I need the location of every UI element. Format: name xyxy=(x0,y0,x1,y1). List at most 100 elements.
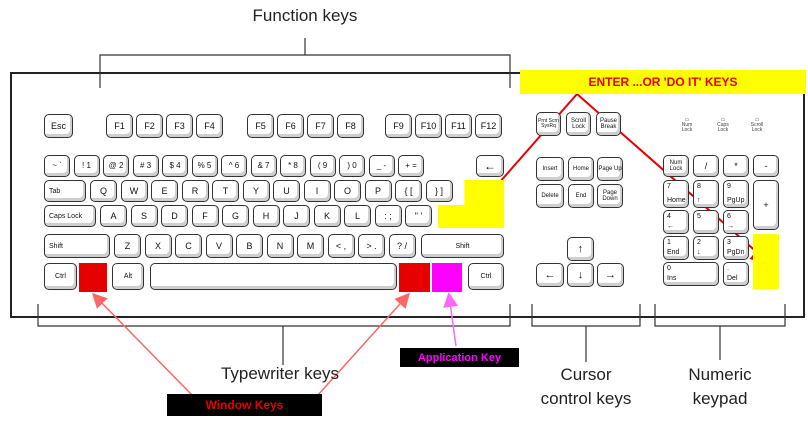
key-arow-6[interactable]: J xyxy=(283,205,310,227)
key-arrow-right[interactable]: → xyxy=(597,263,624,287)
key-zrow-5[interactable]: N xyxy=(266,234,294,258)
key-qrow-6[interactable]: U xyxy=(273,180,300,202)
keypad-enter-highlight[interactable] xyxy=(753,234,779,289)
key-f4[interactable]: F4 xyxy=(196,114,223,138)
key-arow-8[interactable]: L xyxy=(344,205,371,227)
key-numrow-1[interactable]: ! 1 xyxy=(73,155,100,177)
key-numrow-9[interactable]: ( 9 xyxy=(309,155,336,177)
key-numrow-5[interactable]: % 5 xyxy=(191,155,218,177)
key-f1[interactable]: F1 xyxy=(106,114,133,138)
key-shift-left[interactable]: Shift xyxy=(44,234,110,258)
window-key-right[interactable] xyxy=(399,263,430,292)
key-numrow-8[interactable]: * 8 xyxy=(280,155,306,177)
key-qrow-10[interactable]: { [ xyxy=(395,180,422,202)
key-home[interactable]: Home xyxy=(568,157,594,181)
key-zrow-2[interactable]: C xyxy=(175,234,202,258)
application-key[interactable] xyxy=(432,263,462,292)
key-zrow-3[interactable]: V xyxy=(205,234,233,258)
key-zrow-6[interactable]: M xyxy=(297,234,324,258)
key-num-6[interactable]: 6→ xyxy=(723,210,749,234)
key-arow-0[interactable]: A xyxy=(100,205,127,227)
key-page-down[interactable]: Page Down xyxy=(597,184,623,208)
key-numrow-12[interactable]: + = xyxy=(398,155,424,177)
key-end[interactable]: End xyxy=(568,184,594,208)
key-qrow-5[interactable]: Y xyxy=(242,180,270,202)
key-num-plus[interactable]: + xyxy=(753,180,779,230)
key-arrow-down[interactable]: ↓ xyxy=(567,263,594,287)
key-f8[interactable]: F8 xyxy=(337,114,364,138)
key-backspace[interactable]: ← xyxy=(476,155,504,177)
key-num-slash[interactable]: / xyxy=(693,155,719,177)
key-numrow-11[interactable]: _ - xyxy=(368,155,395,177)
key-arow-7[interactable]: K xyxy=(313,205,341,227)
key-arow-3[interactable]: F xyxy=(191,205,219,227)
key-arow-1[interactable]: S xyxy=(130,205,158,227)
key-zrow-0[interactable]: Z xyxy=(114,234,141,258)
key-f5[interactable]: F5 xyxy=(247,114,274,138)
key-shift-right[interactable]: Shift xyxy=(421,234,504,258)
key-delete[interactable]: Delete xyxy=(536,184,564,208)
key-ctrl-left[interactable]: Ctrl xyxy=(44,263,77,290)
key-f7[interactable]: F7 xyxy=(307,114,334,138)
key-f6[interactable]: F6 xyxy=(277,114,304,138)
key-zrow-7[interactable]: < , xyxy=(327,234,355,258)
key-alt[interactable]: Alt xyxy=(112,263,144,290)
key-numrow-3[interactable]: # 3 xyxy=(132,155,159,177)
key-qrow-2[interactable]: E xyxy=(151,180,178,202)
key-num-4[interactable]: 4← xyxy=(663,210,689,234)
key-num-dot[interactable]: .Del xyxy=(723,262,749,286)
key-arow-5[interactable]: H xyxy=(252,205,280,227)
key-zrow-8[interactable]: > . xyxy=(358,234,385,258)
key-pause-break[interactable]: Pause Break xyxy=(596,112,621,136)
window-key-left[interactable] xyxy=(79,263,107,292)
key-arow-10[interactable]: " ' xyxy=(405,205,432,227)
key-qrow-9[interactable]: P xyxy=(364,180,392,202)
key-tab[interactable]: Tab xyxy=(44,180,86,202)
key-spacebar[interactable] xyxy=(150,263,397,290)
key-numrow-4[interactable]: $ 4 xyxy=(162,155,188,177)
key-f3[interactable]: F3 xyxy=(166,114,193,138)
key-ctrl-right[interactable]: Ctrl xyxy=(468,263,504,290)
key-zrow-1[interactable]: X xyxy=(144,234,172,258)
key-arrow-up[interactable]: ↑ xyxy=(567,237,594,261)
key-numrow-7[interactable]: & 7 xyxy=(250,155,277,177)
key-arrow-left[interactable]: ← xyxy=(536,263,564,287)
key-numrow-10[interactable]: ) 0 xyxy=(339,155,365,177)
key-qrow-7[interactable]: I xyxy=(303,180,331,202)
key-zrow-4[interactable]: B xyxy=(236,234,263,258)
key-num-lock[interactable]: Num Lock xyxy=(663,155,689,177)
key-arow-4[interactable]: G xyxy=(222,205,249,227)
key-num-8[interactable]: 8↑ xyxy=(693,180,719,208)
key-numrow-0[interactable]: ~ ` xyxy=(44,155,70,177)
key-scroll-lock[interactable]: Scroll Lock xyxy=(566,112,591,136)
key-insert[interactable]: Insert xyxy=(536,157,564,181)
key-f10[interactable]: F10 xyxy=(415,114,442,138)
key-qrow-8[interactable]: O xyxy=(334,180,361,202)
key-print-screen[interactable]: Prnt Scrn SysRq xyxy=(536,112,561,136)
key-f11[interactable]: F11 xyxy=(445,114,472,138)
key-num-minus[interactable]: - xyxy=(753,155,779,177)
key-f9[interactable]: F9 xyxy=(385,114,412,138)
key-qrow-3[interactable]: R xyxy=(181,180,209,202)
key-f2[interactable]: F2 xyxy=(136,114,163,138)
key-arow-9[interactable]: : ; xyxy=(374,205,402,227)
key-qrow-1[interactable]: W xyxy=(120,180,148,202)
key-qrow-4[interactable]: T xyxy=(212,180,239,202)
key-num-5[interactable]: 5 xyxy=(693,210,719,234)
key-esc[interactable]: Esc xyxy=(44,114,73,138)
key-qrow-11[interactable]: } ] xyxy=(425,180,453,202)
key-arow-2[interactable]: D xyxy=(161,205,188,227)
key-zrow-9[interactable]: ? / xyxy=(388,234,416,258)
key-numrow-2[interactable]: @ 2 xyxy=(103,155,129,177)
key-numrow-6[interactable]: ^ 6 xyxy=(221,155,247,177)
key-num-2[interactable]: 2↓ xyxy=(693,236,719,260)
key-page-up[interactable]: Page Up xyxy=(597,157,623,181)
key-f12[interactable]: F12 xyxy=(475,114,502,138)
key-caps-lock[interactable]: Caps Lock xyxy=(44,205,96,227)
key-qrow-0[interactable]: Q xyxy=(90,180,117,202)
